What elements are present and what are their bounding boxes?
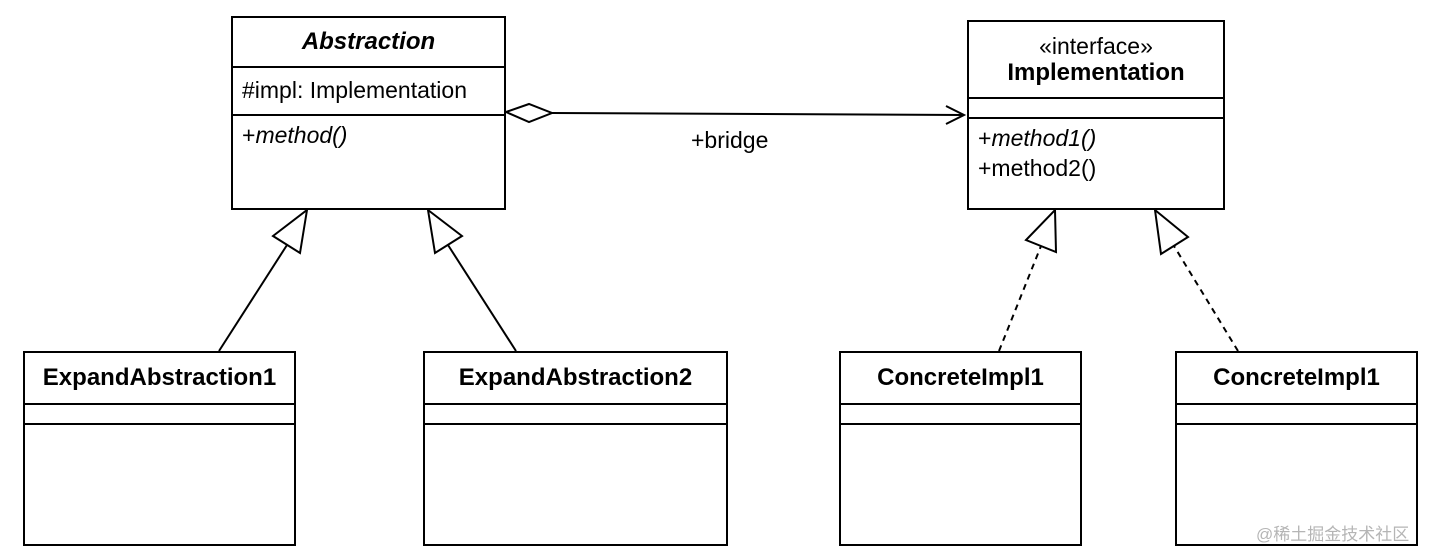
concrete-impl1-name: ConcreteImpl1 — [877, 364, 1044, 391]
bridge-label: +bridge — [691, 127, 769, 153]
implementation-interface[interactable]: «interface» Implementation +method1() +m… — [967, 20, 1225, 210]
concrete-impl2-attributes — [1177, 405, 1416, 425]
expand-abstraction2-name: ExpandAbstraction2 — [458, 364, 693, 391]
expand-abstraction1-name-compartment: ExpandAbstraction1 — [25, 353, 294, 405]
bridge-association-line — [551, 112, 965, 116]
expand-abstraction2-class[interactable]: ExpandAbstraction2 — [423, 351, 728, 546]
expand-abstraction2-name-compartment: ExpandAbstraction2 — [425, 353, 726, 405]
generalization-arrow-expand2 — [426, 207, 464, 255]
expand-abstraction2-attributes — [425, 405, 726, 425]
abstraction-operations: +method() — [233, 116, 504, 154]
watermark: @稀土掘金技术社区 — [1256, 525, 1410, 544]
abstraction-method: +method() — [242, 122, 347, 148]
realization-line-concrete2 — [1173, 245, 1239, 352]
interface-stereotype: «interface» — [1039, 32, 1153, 59]
implementation-method2: +method2() — [978, 155, 1097, 181]
concrete-impl2-class[interactable]: ConcreteImpl1 — [1175, 351, 1418, 546]
generalization-line-expand1 — [218, 244, 288, 352]
abstraction-class[interactable]: Abstraction #impl: Implementation +metho… — [231, 16, 506, 210]
method-name: method() — [255, 122, 348, 148]
method1-name: method1() — [991, 125, 1097, 151]
method-visibility: + — [242, 122, 256, 148]
implementation-name-compartment: «interface» Implementation — [969, 22, 1223, 99]
aggregation-diamond — [503, 102, 555, 124]
concrete-impl2-name-compartment: ConcreteImpl1 — [1177, 353, 1416, 405]
expand-abstraction1-attributes — [25, 405, 294, 425]
concrete-impl1-class[interactable]: ConcreteImpl1 — [839, 351, 1082, 546]
implementation-attributes — [969, 99, 1223, 119]
implementation-name: Implementation — [1007, 58, 1185, 86]
implementation-operations: +method1() +method2() — [969, 119, 1223, 187]
realization-line-concrete1 — [998, 245, 1042, 352]
expand-abstraction1-class[interactable]: ExpandAbstraction1 — [23, 351, 296, 546]
association-arrowhead — [945, 105, 967, 125]
realization-arrow-concrete1 — [1024, 207, 1058, 254]
concrete-impl1-name-compartment: ConcreteImpl1 — [841, 353, 1080, 405]
abstraction-attribute: #impl: Implementation — [242, 77, 467, 103]
concrete-impl2-name: ConcreteImpl1 — [1213, 364, 1380, 391]
implementation-method1: +method1() — [978, 123, 1214, 153]
generalization-line-expand2 — [447, 244, 517, 352]
method1-visibility: + — [978, 125, 992, 151]
abstraction-attributes: #impl: Implementation — [233, 68, 504, 116]
expand-abstraction1-name: ExpandAbstraction1 — [42, 364, 277, 391]
abstraction-name-compartment: Abstraction — [233, 18, 504, 68]
generalization-arrow-expand1 — [271, 207, 309, 255]
abstraction-name: Abstraction — [301, 28, 436, 55]
concrete-impl1-attributes — [841, 405, 1080, 425]
realization-arrow-concrete2 — [1153, 207, 1190, 256]
